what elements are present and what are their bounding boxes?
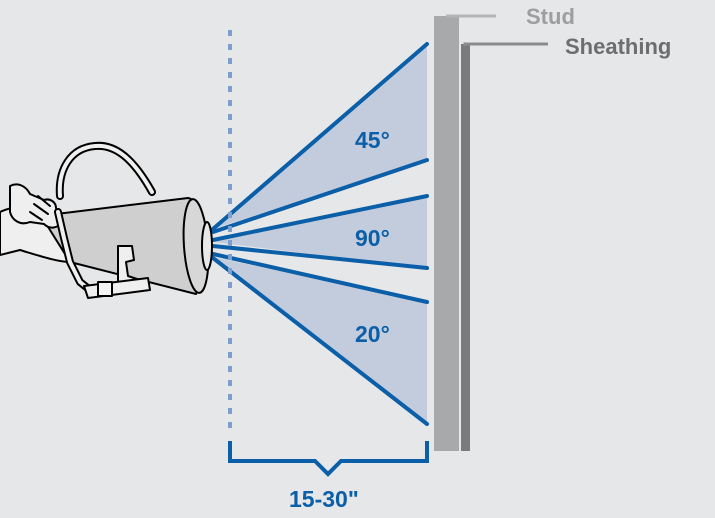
- spray-line: [211, 194, 429, 242]
- sheathing-label: Sheathing: [565, 34, 671, 59]
- spray-line: [211, 252, 429, 304]
- spray-lines: [211, 42, 429, 426]
- hose-inner: [57, 143, 154, 198]
- fluid-fitting: [97, 281, 113, 297]
- stud: [434, 16, 459, 451]
- angle-label-45: 45°: [355, 127, 390, 153]
- sheathing-leader-line: [463, 42, 548, 46]
- spray-line: [211, 244, 429, 270]
- spray-fan-90: [213, 196, 427, 268]
- gun-handle-inner: [56, 210, 92, 292]
- spray-line: [211, 42, 429, 231]
- spray-line: [211, 158, 429, 234]
- angle-label-20: 20°: [355, 321, 390, 347]
- distance-label: 15-30": [289, 486, 359, 512]
- gun-nozzle-tip: [201, 221, 213, 271]
- sheathing: [461, 44, 470, 451]
- spray-line: [211, 256, 429, 426]
- angle-label-90: 90°: [355, 225, 390, 251]
- stud-label: Stud: [526, 4, 575, 29]
- spray-gun-icon: [0, 141, 213, 299]
- distance-bracket: [228, 441, 429, 477]
- operator-fingers: [29, 195, 51, 221]
